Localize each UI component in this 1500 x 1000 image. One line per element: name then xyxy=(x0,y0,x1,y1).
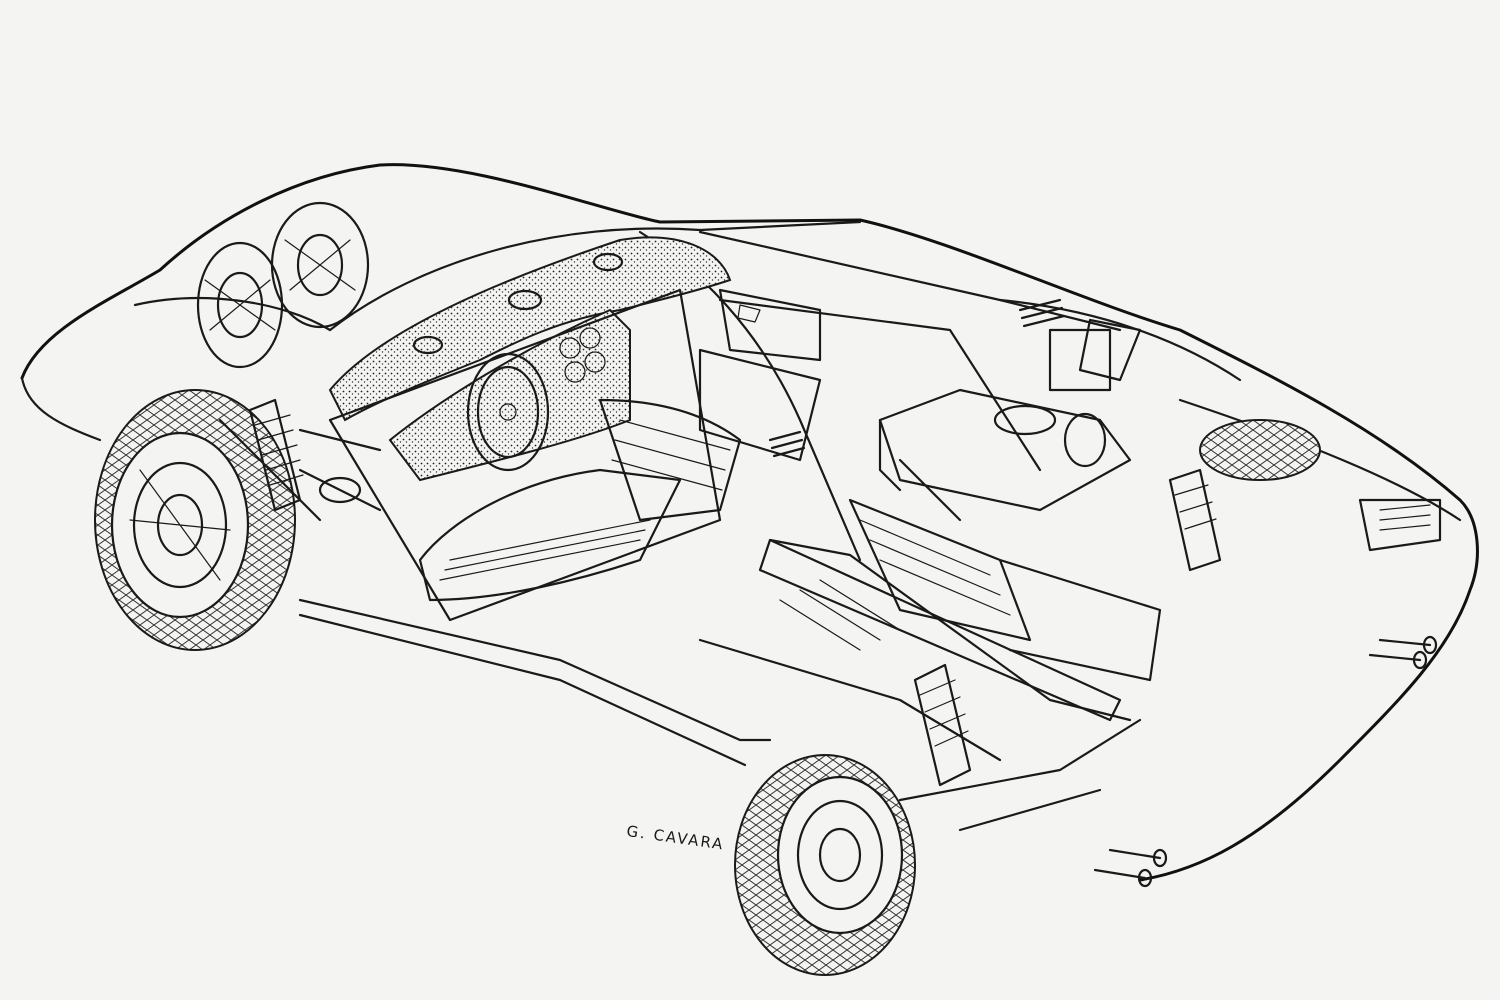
frame-structure xyxy=(328,288,1122,762)
rear-vents xyxy=(768,298,1142,458)
spare-wheel-icon xyxy=(196,201,370,369)
car-body-outline-icon xyxy=(20,163,1479,882)
engine-icon xyxy=(848,328,1162,682)
exhaust-pipe-icon xyxy=(1093,635,1438,888)
door-panel xyxy=(698,288,822,462)
dashboard xyxy=(328,236,732,482)
seats xyxy=(418,398,742,602)
suspension-spring-icon xyxy=(218,398,382,522)
wheel-icon xyxy=(94,389,296,651)
rear-suspension xyxy=(898,468,1222,832)
rear-wheel xyxy=(734,419,1321,976)
